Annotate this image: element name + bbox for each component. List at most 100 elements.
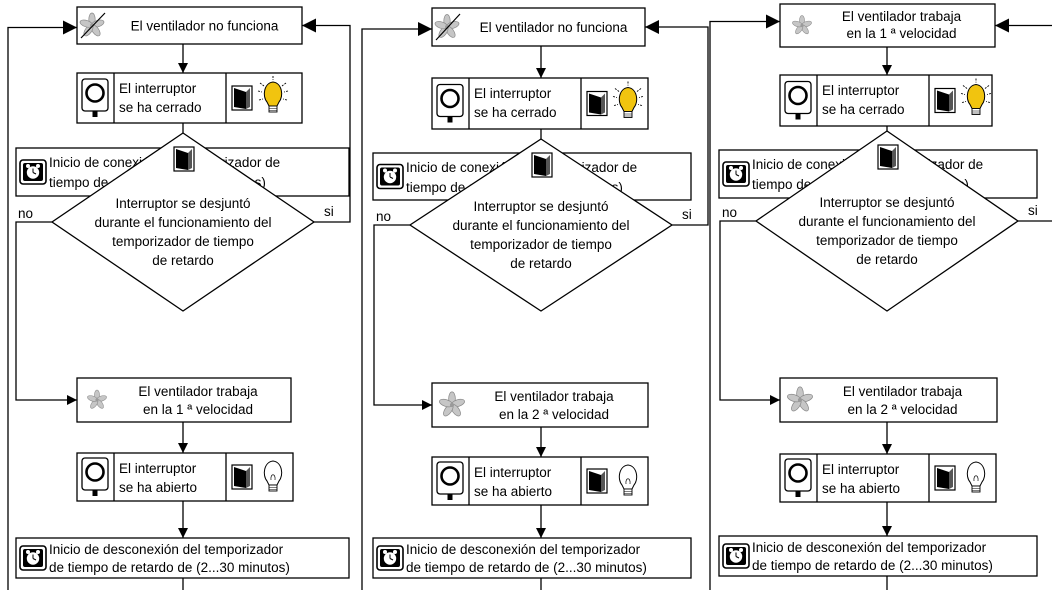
wall-switch-icon — [531, 152, 553, 178]
decision-line-1: Interruptor se desjuntó — [473, 199, 608, 214]
speed-line-2: en la 2 ª velocidad — [499, 407, 609, 422]
strike-through-mark — [435, 13, 461, 41]
incoming-flow-arrow — [361, 22, 432, 590]
flow-column-1: El ventilador no funciona El interruptor s… — [7, 6, 351, 590]
decision-diamond: Interruptor se desjuntó durante el funcio… — [376, 138, 692, 312]
decision-line-1: Interruptor se desjuntó — [819, 195, 954, 210]
decision-line-3: temporizador de tiempo — [470, 237, 612, 252]
start-label: El ventilador no funciona — [480, 20, 628, 35]
timer-off-line-2: de tiempo de retardo de (2...30 minutos) — [752, 558, 993, 573]
switch-closed-box: El interruptor se ha cerrado — [76, 72, 303, 124]
wall-switch-icon — [934, 465, 956, 491]
switch-closed-line-1: El interruptor — [119, 81, 197, 96]
switch-opened-line-2: se ha abierto — [822, 481, 900, 496]
switch-closed-line-2: se ha cerrado — [474, 105, 557, 120]
switch-closed-box: El interruptor se ha cerrado — [779, 74, 993, 127]
timer-off-line-2: de tiempo de retardo de (2...30 minutos) — [406, 560, 647, 575]
start-label: El ventilador no funciona — [131, 19, 279, 34]
flow-column-3: El ventilador trabaja en la 1 ª velocidad… — [709, 3, 1052, 590]
switch-opened-line-1: El interruptor — [474, 465, 552, 480]
timer-off-box: Inicio de desconexión del temporizador de… — [372, 537, 692, 579]
timer-off-line-1: Inicio de desconexión del temporizador — [406, 542, 641, 557]
fan-state-start-box: El ventilador no funciona — [431, 7, 646, 47]
decision-diamond: Interruptor se desjuntó durante el funcio… — [18, 132, 334, 312]
incoming-flow-arrow — [7, 20, 77, 590]
decision-line-2: durante el funcionamiento del — [452, 218, 629, 233]
switch-opened-box: El interruptor se ha abierto — [76, 452, 294, 502]
timer-clock-icon — [722, 543, 750, 569]
timer-clock-icon — [376, 545, 404, 571]
yes-branch-arrow — [302, 18, 351, 223]
wall-switch-icon — [877, 144, 899, 170]
wall-switch-icon — [586, 468, 608, 494]
speed-line-1: El ventilador trabaja — [138, 384, 258, 399]
switch-opened-line-1: El interruptor — [822, 462, 900, 477]
wall-switch-icon — [231, 464, 253, 490]
timer-off-line-1: Inicio de desconexión del temporizador — [752, 540, 987, 555]
switch-closed-line-2: se ha cerrado — [119, 100, 202, 115]
yes-branch-label: si — [682, 207, 692, 222]
yes-branch-label: si — [1028, 203, 1038, 218]
strike-through-mark — [80, 12, 106, 39]
start-label-line-2: en la 1 ª velocidad — [846, 26, 956, 41]
decision-line-4: de retardo — [152, 253, 214, 268]
switch-opened-line-2: se ha abierto — [474, 484, 552, 499]
speed-line-2: en la 2 ª velocidad — [847, 402, 957, 417]
switch-opened-box: El interruptor se ha abierto — [431, 456, 649, 506]
yes-branch-arrow — [995, 18, 1052, 222]
timer-clock-icon — [19, 159, 47, 185]
timer-clock-icon — [19, 545, 47, 571]
decision-line-3: temporizador de tiempo — [112, 234, 254, 249]
speed-line-1: El ventilador trabaja — [494, 389, 614, 404]
fan-speed-box: El ventilador trabaja en la 2 ª velocidad — [431, 382, 649, 428]
no-branch-label: no — [18, 206, 33, 221]
wall-switch-icon — [173, 146, 195, 172]
decision-line-1: Interruptor se desjuntó — [115, 196, 250, 211]
timer-off-box: Inicio de desconexión del temporizador de… — [718, 535, 1038, 577]
decision-line-3: temporizador de tiempo — [816, 233, 958, 248]
no-branch-arrow — [373, 224, 432, 410]
pressure-switch-icon — [80, 77, 110, 119]
speed-line-1: El ventilador trabaja — [843, 384, 963, 399]
timer-off-line-1: Inicio de desconexión del temporizador — [49, 542, 284, 557]
speed-line-2: en la 1 ª velocidad — [143, 402, 253, 417]
start-label-line-1: El ventilador trabaja — [842, 9, 962, 24]
switch-closed-line-2: se ha cerrado — [822, 102, 905, 117]
yes-branch-arrow — [645, 20, 709, 226]
timer-clock-icon — [722, 161, 750, 187]
pressure-switch-icon — [435, 460, 465, 502]
no-branch-label: no — [722, 205, 737, 220]
switch-closed-line-1: El interruptor — [822, 83, 900, 98]
switch-opened-line-2: se ha abierto — [119, 480, 197, 495]
wall-switch-icon — [934, 87, 956, 114]
timer-off-line-2: de tiempo de retardo de (2...30 minutos) — [49, 560, 290, 575]
incoming-flow-arrow — [709, 14, 780, 590]
fan-state-start-box: El ventilador trabaja en la 1 ª velocidad — [779, 3, 996, 48]
no-branch-arrow — [719, 220, 780, 405]
pressure-switch-icon — [783, 80, 813, 121]
pressure-switch-icon — [435, 83, 465, 124]
no-branch-label: no — [376, 209, 391, 224]
decision-diamond: Interruptor se desjuntó durante el funcio… — [722, 130, 1038, 312]
switch-opened-box: El interruptor se ha abierto — [779, 453, 997, 503]
fan-speed-box: El ventilador trabaja en la 2 ª velocidad — [779, 377, 998, 423]
pressure-switch-icon — [783, 457, 813, 499]
timer-off-box: Inicio de desconexión del temporizador de… — [15, 537, 350, 579]
decision-line-2: durante el funcionamiento del — [94, 215, 271, 230]
decision-line-4: de retardo — [510, 256, 572, 271]
decision-line-4: de retardo — [856, 252, 918, 267]
no-branch-arrow — [15, 221, 77, 405]
timer-clock-icon — [376, 163, 404, 190]
wall-switch-icon — [586, 90, 608, 117]
decision-line-2: durante el funcionamiento del — [798, 214, 975, 229]
yes-branch-label: si — [324, 204, 334, 219]
pressure-switch-icon — [80, 456, 110, 498]
fan-speed-box: El ventilador trabaja en la 1 ª velocidad — [76, 377, 292, 423]
switch-opened-line-1: El interruptor — [119, 461, 197, 476]
wall-switch-icon — [231, 85, 253, 111]
fan-state-start-box: El ventilador no funciona — [76, 6, 303, 45]
